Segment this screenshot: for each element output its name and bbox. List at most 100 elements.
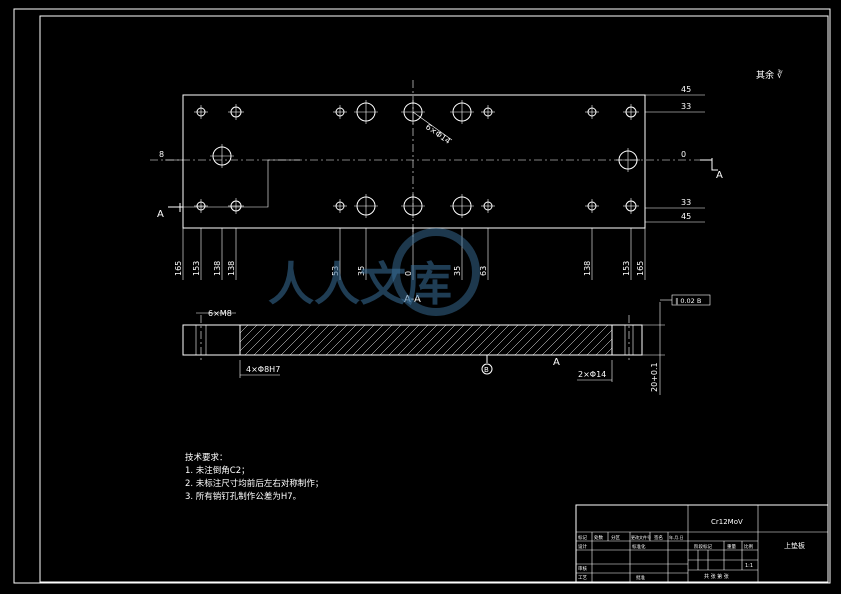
dim-45-bottom: 45 <box>681 212 691 221</box>
label-stage: 阶段标记 <box>694 543 712 550</box>
label-weight: 重量 <box>727 543 736 550</box>
section-mark-left: A <box>157 209 164 220</box>
label-design: 设计 <box>578 543 587 550</box>
hatch-line <box>541 325 573 355</box>
label-scale: 比例 <box>744 543 753 550</box>
label-count: 处数 <box>594 534 603 541</box>
datum-label: B <box>484 366 489 374</box>
hatch-line <box>442 325 474 355</box>
tech-notes-title: 技术要求： <box>185 452 228 463</box>
watermark-text: 人人文库 <box>268 257 452 311</box>
outer-border <box>13 8 831 584</box>
dim-left-8: 8 <box>159 150 164 159</box>
hatch-line <box>271 325 303 355</box>
hatch-line <box>604 347 612 355</box>
tech-notes: 技术要求： 1. 未注倒角C2； 2. 未标注尺寸均前后左右对称制作； 3. 所… <box>185 452 323 502</box>
hatch-line <box>505 325 537 355</box>
tech-note-3: 3. 所有销钉孔制作公差为H7。 <box>185 491 301 502</box>
hatch-line <box>240 325 267 352</box>
section-view: B 4×Φ8H7 2×Φ14 6×M8 20+0.1 ∥ 0.02 B A <box>182 294 711 395</box>
bottom-dim-label: 153 <box>622 261 631 276</box>
hatch-line <box>240 325 249 334</box>
dim-33-top: 33 <box>681 102 691 111</box>
dim-6xm8: 6×M8 <box>208 309 232 318</box>
bottom-dim-label: 165 <box>174 261 183 276</box>
label-approve: 批准 <box>636 574 645 581</box>
hatch-line <box>289 325 321 355</box>
hatch-line <box>496 325 528 355</box>
dim-4xphi8: 4×Φ8H7 <box>246 365 280 374</box>
tech-note-2: 2. 未标注尺寸均前后左右对称制作； <box>185 478 323 489</box>
label-sheet: 共 张 第 张 <box>704 573 729 580</box>
bottom-dim-label: 138 <box>227 261 236 276</box>
hatch-line <box>343 325 375 355</box>
hatch-line <box>209 325 239 355</box>
hatch-line <box>460 325 492 355</box>
hatch-line <box>577 325 609 355</box>
plate-outline <box>182 94 646 229</box>
label-standard: 标准化 <box>632 543 646 550</box>
label-process: 工艺 <box>578 575 587 581</box>
hatch-line <box>469 325 501 355</box>
dim-2xphi14: 2×Φ14 <box>578 370 606 379</box>
angled-dim: 6×Φ14 <box>424 122 452 146</box>
hatch-line <box>487 325 519 355</box>
hatch-line <box>586 329 612 355</box>
hatch-line <box>370 325 402 355</box>
hatch-line <box>397 325 429 355</box>
hatch-line <box>240 325 258 343</box>
hatch-line <box>623 325 653 355</box>
hatch-line <box>433 325 465 355</box>
scale-value: 1:1 <box>745 563 753 569</box>
hatch-line <box>334 325 366 355</box>
label-change-doc: 更改文件号 <box>631 534 651 540</box>
hatch-line <box>595 338 612 355</box>
bottom-dim-label: 153 <box>192 261 201 276</box>
bottom-dim-label: 138 <box>213 261 222 276</box>
hatch-line <box>424 325 456 355</box>
material: Cr12MoV <box>711 518 743 526</box>
label-review: 审核 <box>578 565 587 572</box>
hatch-line <box>415 325 447 355</box>
hatch-line <box>307 325 339 355</box>
hatch-line <box>532 325 564 355</box>
label-date: 年.月.日 <box>669 534 684 540</box>
hatch-line <box>568 325 600 355</box>
bottom-dim-label: 138 <box>583 261 592 276</box>
label-sign: 签名 <box>654 534 663 541</box>
watermark: 人人文库 <box>268 228 480 316</box>
hatch-line <box>388 325 420 355</box>
hatch-line <box>406 325 438 355</box>
title-block: Cr12MoV 上垫板 1:1 标记 处数 分区 更改文件号 签名 年.月.日 … <box>575 504 829 583</box>
hatch-line <box>659 325 689 355</box>
part-name: 上垫板 <box>784 541 805 550</box>
hatch-line <box>280 325 312 355</box>
hatch-line <box>451 325 483 355</box>
hatch-line <box>523 325 555 355</box>
bottom-dim-label: 63 <box>479 266 488 276</box>
hatch-line <box>244 325 276 355</box>
hatch-line <box>325 325 357 355</box>
dim-0: 0 <box>681 150 686 159</box>
hatch-line <box>361 325 393 355</box>
section-arrow-label: A <box>553 357 560 368</box>
flatness-text: ∥ 0.02 B <box>675 297 701 305</box>
inner-border <box>39 15 829 583</box>
bottom-dim-label: 165 <box>636 261 645 276</box>
hole-pattern <box>194 100 640 218</box>
bottom-dim-label: 0 <box>404 271 413 276</box>
tech-note-1: 1. 未注倒角C2； <box>185 465 250 476</box>
section-mark-right: A <box>716 170 723 181</box>
hatch-line <box>632 325 662 355</box>
bottom-dim-label: 35 <box>357 266 366 276</box>
bottom-dim-label: 35 <box>453 266 462 276</box>
hatch-line <box>352 325 384 355</box>
hatch-line <box>200 325 230 355</box>
dim-33-bottom: 33 <box>681 198 691 207</box>
hatch-line <box>379 325 411 355</box>
hatch-line <box>559 325 591 355</box>
hatch-line <box>650 325 680 355</box>
hatch-line <box>253 325 285 355</box>
